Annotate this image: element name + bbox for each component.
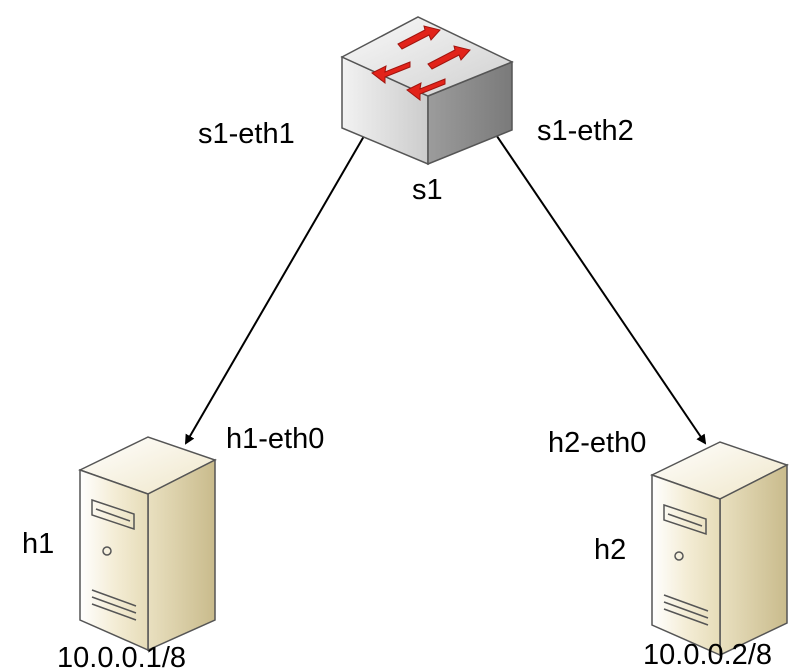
server-icon-h2[interactable] xyxy=(650,441,789,657)
link-s1-h2 xyxy=(477,110,707,445)
server-icon-h1[interactable] xyxy=(78,436,217,652)
switch-label: s1 xyxy=(412,174,443,206)
port-label-s1-eth1: s1-eth1 xyxy=(198,118,295,150)
links xyxy=(184,110,707,445)
host-label-h2: h2 xyxy=(594,534,626,566)
port-label-s1-eth2: s1-eth2 xyxy=(537,115,634,147)
host-label-h1: h1 xyxy=(22,528,54,560)
port-label-h1-eth0: h1-eth0 xyxy=(226,423,324,455)
switch-arrows-icon xyxy=(371,25,471,102)
host-ip-h2: 10.0.0.2/8 xyxy=(643,639,772,671)
link-s1-h1 xyxy=(184,114,380,445)
port-label-h2-eth0: h2-eth0 xyxy=(548,427,646,459)
host-ip-h1: 10.0.0.1/8 xyxy=(57,642,186,671)
switch-icon[interactable] xyxy=(340,16,514,166)
